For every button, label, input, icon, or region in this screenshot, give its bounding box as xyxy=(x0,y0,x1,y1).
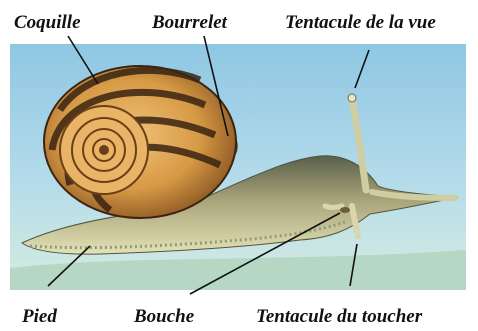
label-tentacule-vue: Tentacule de la vue xyxy=(285,12,436,34)
label-bouche: Bouche xyxy=(134,306,194,328)
eye-tentacle-tip xyxy=(348,94,356,102)
label-bourrelet: Bourrelet xyxy=(152,12,227,34)
touch-tentacle-left xyxy=(325,206,342,208)
label-pied: Pied xyxy=(22,306,57,328)
label-tentacule-toucher: Tentacule du toucher xyxy=(256,306,422,328)
shell-spiral xyxy=(60,106,148,194)
label-coquille: Coquille xyxy=(14,12,81,34)
mouth xyxy=(340,207,350,213)
